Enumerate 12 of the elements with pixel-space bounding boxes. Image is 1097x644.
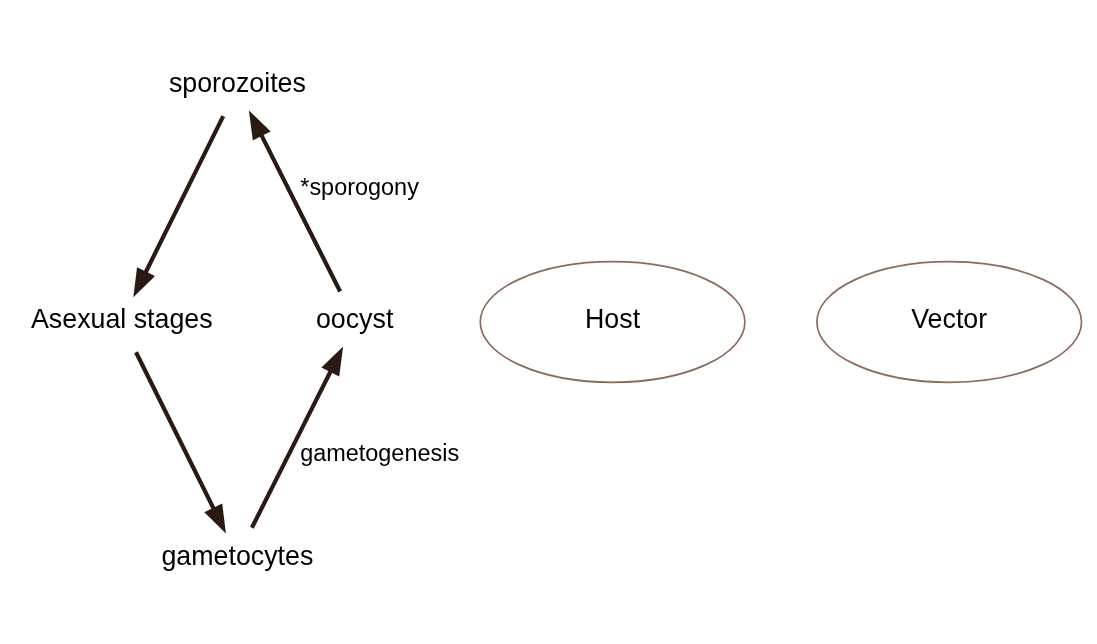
node-ellipse: Vector [816,260,1083,384]
arrow [134,351,226,534]
node-text: Asexual stages [31,304,213,335]
node-ellipse: Host [479,260,746,384]
edge-label: gametogenesis [300,440,460,467]
arrow [248,110,343,293]
node-text: sporozoites [168,68,306,99]
edge-label: *sporogony [300,174,419,201]
arrow [250,346,344,529]
node-text: gametocytes [161,540,314,571]
node-text: oocyst [315,304,394,335]
arrow [133,115,226,298]
